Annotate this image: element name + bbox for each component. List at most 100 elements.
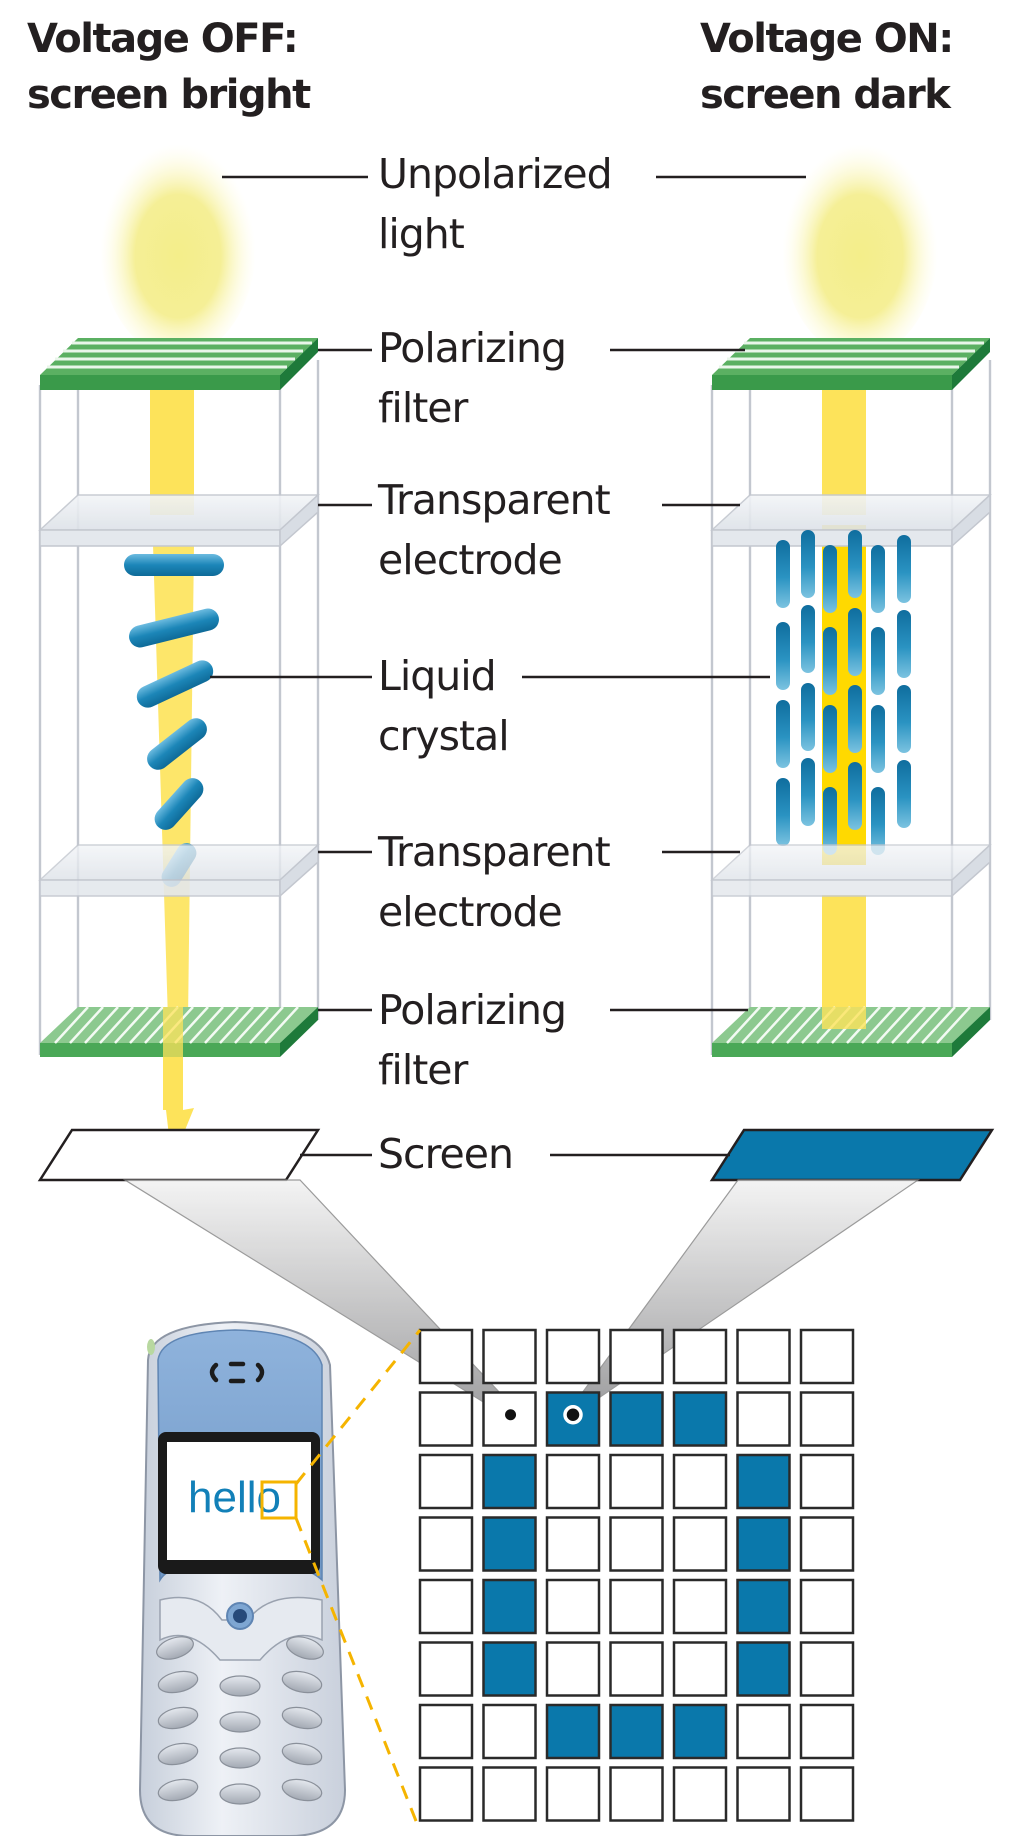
pixel-off: [799, 1516, 855, 1572]
crystal-rod: [823, 627, 837, 695]
pixel-off: [672, 1453, 728, 1510]
transparent-electrode-bottom-left: [38, 843, 320, 898]
transparent-electrode-bottom-right: [710, 843, 992, 898]
pixel-on: [736, 1453, 791, 1510]
crystal-rod: [848, 608, 862, 676]
crystal-rod: [801, 758, 815, 826]
panel-off-heading-line1: Voltage OFF:: [27, 16, 297, 62]
keypad: [156, 1636, 324, 1805]
crystal-rod: [871, 705, 885, 773]
pixel-on: [545, 1703, 601, 1760]
label-screen: Screen: [378, 1130, 513, 1178]
crystal-rod: [154, 778, 204, 830]
label-electrode-bottom-line2: electrode: [378, 888, 562, 936]
pixel-off: [672, 1641, 728, 1697]
pixel-off: [736, 1328, 791, 1385]
earpiece-icon: [209, 1361, 265, 1384]
light-glow-left: [100, 133, 256, 357]
pixel-off: [418, 1516, 474, 1572]
mobile-phone: hello: [138, 1320, 422, 1836]
light-beam-segment: [822, 385, 866, 515]
panel-on-heading-line1: Voltage ON:: [700, 16, 953, 62]
crystal-rod: [124, 554, 224, 576]
pixel-off: [799, 1391, 855, 1447]
pixel-off: [545, 1516, 601, 1572]
crystal-rod: [871, 545, 885, 613]
light-beam-segment: [822, 895, 866, 1025]
label-unpolarized-line1: Unpolarized: [378, 150, 612, 198]
pixel-off: [418, 1391, 474, 1447]
label-polarizing-bottom-line1: Polarizing: [378, 986, 566, 1034]
label-polarizing-top-line1: Polarizing: [378, 324, 566, 372]
label-liquid-crystal-line2: crystal: [378, 712, 509, 760]
label-polarizing-bottom-line2: filter: [378, 1046, 469, 1094]
pixel-off: [545, 1578, 601, 1635]
screen-dark: [709, 1128, 995, 1182]
panel-on-heading-line2: screen dark: [700, 72, 952, 118]
pixel-on: [482, 1516, 537, 1572]
liquid-crystal-aligned: [776, 530, 911, 855]
crystal-rod: [776, 700, 790, 768]
crystal-rod: [801, 683, 815, 751]
crystal-rod: [871, 787, 885, 855]
crystal-rod: [897, 610, 911, 678]
pixel-off: [672, 1578, 728, 1635]
pixel-off: [482, 1703, 537, 1760]
pixel-on: [672, 1703, 728, 1760]
pixel-off: [672, 1516, 728, 1572]
label-polarizing-top-line2: filter: [378, 384, 469, 432]
pixel-on: [545, 1391, 601, 1447]
crystal-rod: [871, 627, 885, 695]
label-unpolarized-line2: light: [378, 210, 465, 258]
phone-display-text: hello: [188, 1473, 281, 1522]
pixel-on: [736, 1516, 791, 1572]
pixel-off: [545, 1328, 601, 1385]
pixel-off: [482, 1391, 537, 1447]
pixel-off: [672, 1328, 728, 1385]
pixel-off: [545, 1641, 601, 1697]
pixel-on: [482, 1641, 537, 1697]
pixel-on: [482, 1453, 537, 1510]
crystal-rod: [136, 660, 214, 708]
pixel-off: [799, 1703, 855, 1760]
crystal-rod: [897, 760, 911, 828]
zoom-dashed-lines: [294, 1329, 422, 1827]
crystal-rod: [776, 622, 790, 690]
crystal-rod: [801, 530, 815, 598]
crystal-rod: [147, 718, 207, 770]
pixel-off: [482, 1766, 537, 1822]
crystal-rod: [823, 545, 837, 613]
pixel-on: [736, 1641, 791, 1697]
pixel-off: [545, 1453, 601, 1510]
pixel-on: [672, 1391, 728, 1447]
light-glow-right: [782, 133, 938, 357]
crystal-rod: [776, 540, 790, 608]
pixel-off: [799, 1766, 855, 1822]
label-liquid-crystal-line1: Liquid: [378, 652, 496, 700]
pixel-off: [418, 1766, 474, 1822]
pixel-off: [418, 1703, 474, 1760]
light-beam-twisted: [153, 545, 194, 1020]
crystal-rod: [897, 535, 911, 603]
pixel-off: [418, 1328, 474, 1385]
dark-pixel-marker: [563, 1405, 583, 1425]
crystal-rod: [823, 705, 837, 773]
bright-pixel-marker: [505, 1409, 517, 1421]
pixel-on: [482, 1578, 537, 1635]
label-electrode-top-line2: electrode: [378, 536, 562, 584]
pixel-off: [418, 1578, 474, 1635]
pixel-on: [609, 1703, 664, 1760]
pixel-off: [736, 1391, 791, 1447]
transparent-electrode-top-left: [38, 493, 320, 548]
phone-led: [147, 1339, 155, 1355]
crystal-rod: [848, 685, 862, 753]
pixel-off: [799, 1578, 855, 1635]
screen-bright: [37, 1128, 321, 1182]
pixel-on: [736, 1578, 791, 1635]
panel-off-stack: [37, 338, 321, 1182]
pixel-off: [799, 1328, 855, 1385]
labels: Unpolarized light Polarizing filter Tran…: [210, 150, 806, 1178]
pixel-off: [609, 1578, 664, 1635]
pixel-off: [799, 1641, 855, 1697]
